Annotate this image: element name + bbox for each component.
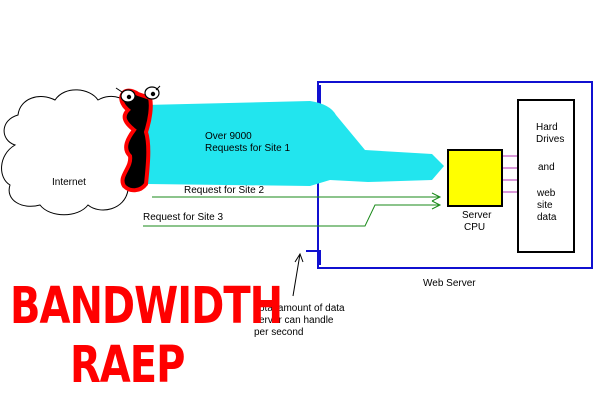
bandwidth-caption-line1: Total amount of data [254, 303, 345, 314]
squished-user [115, 85, 161, 193]
bandwidth-caption-line2: server can handle [254, 315, 334, 326]
site3-label: Request for Site 3 [143, 212, 224, 223]
hard-drives-label-2: Drives [536, 134, 565, 145]
internet-cloud [1, 89, 144, 216]
web-server-label: Web Server [423, 278, 476, 289]
hard-drives-label-4: web [537, 188, 556, 199]
site1-request-flood [145, 101, 444, 186]
site3-arrow [143, 200, 442, 227]
hard-drives-label-3: and [538, 162, 555, 173]
server-cpu-box [447, 149, 503, 207]
server-cpu-label-line2: CPU [464, 222, 486, 233]
hard-drives-box [517, 99, 575, 253]
server-cpu-label-line1: Server [462, 210, 492, 221]
internet-label: Internet [52, 177, 86, 188]
site2-arrow [152, 192, 442, 202]
bandwidth-caption-line3: per second [254, 327, 304, 338]
title-line2: RAEP [70, 336, 185, 395]
title-line1: BANDWIDTH [10, 277, 283, 336]
site2-label: Request for Site 2 [184, 185, 265, 196]
site1-label-line1: Over 9000 [205, 131, 252, 142]
bandwidth-pointer-arrow [292, 252, 304, 297]
site1-label-line2: Requests for Site 1 [205, 143, 291, 154]
hard-drives-label-1: Hard [536, 122, 558, 133]
hard-drives-label-6: data [537, 212, 557, 223]
hard-drives-label-5: site [537, 200, 553, 211]
